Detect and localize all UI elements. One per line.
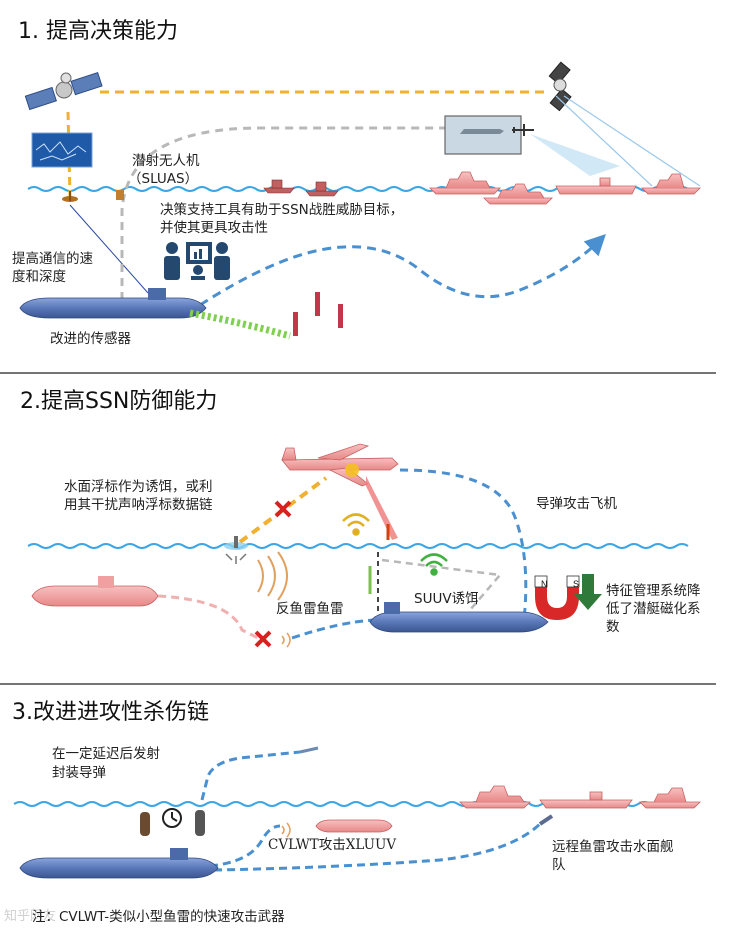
long-range-label-line2: 队	[552, 857, 566, 873]
sensor-cone	[530, 134, 620, 176]
attack-path	[199, 234, 606, 307]
section-title-text: 改进进攻性杀伤链	[33, 700, 210, 725]
section-number: 3.	[12, 700, 33, 725]
satellite-icon	[548, 61, 572, 112]
footnote: 注：CVLWT-类似小型鱼雷的快速攻击武器	[32, 909, 285, 925]
recon-image	[444, 115, 522, 155]
comms-label-line2: 度和深度	[12, 269, 66, 285]
x-mark-icon	[254, 630, 272, 648]
sonar-wave-icon	[281, 822, 291, 838]
down-arrow-icon	[574, 574, 602, 610]
magnet-label-line1: 特征管理系统降	[606, 583, 701, 599]
sluas-label-line2: （SLUAS）	[128, 171, 199, 187]
magnet-icon	[534, 575, 580, 620]
magnet-s-label: S	[573, 579, 579, 589]
enemy-submarine	[31, 576, 159, 607]
suuv-label: SUUV诱饵	[414, 591, 479, 607]
fishing-boat	[305, 181, 339, 197]
drone-icon	[512, 124, 534, 136]
sensor-label: 改进的传感器	[50, 331, 131, 347]
towed-array	[189, 309, 291, 340]
long-range-torpedo-path	[213, 822, 542, 872]
missile-aircraft-label: 导弹攻击飞机	[536, 496, 617, 512]
water-surface-2	[27, 543, 689, 549]
anti-torpedo-label: 反鱼雷鱼雷	[276, 601, 344, 617]
wifi-signal-icon	[420, 553, 448, 576]
enemy-ship	[639, 787, 701, 809]
clock-icon	[162, 808, 182, 828]
enemy-ship	[641, 173, 701, 195]
sonar-wave-icon	[257, 551, 288, 601]
comms-label-line1: 提高通信的速	[12, 251, 93, 267]
long-range-label-line1: 远程鱼雷攻击水面舰	[552, 839, 674, 855]
section-2-title: 2.提高SSN防御能力	[20, 383, 217, 415]
submarine	[19, 848, 219, 879]
satellite-icon	[24, 72, 103, 111]
decoy-buoy-icon	[224, 536, 248, 564]
sluas-icon	[116, 190, 124, 200]
sluas-label-line1: 潜射无人机	[132, 153, 200, 169]
torpedo-icon	[538, 814, 554, 826]
explosion-icon	[345, 463, 359, 477]
canister-icon	[140, 810, 205, 836]
suuv-link	[381, 558, 503, 611]
comms-line	[69, 204, 149, 294]
fishing-boat	[263, 179, 295, 194]
wifi-signal-icon	[342, 513, 370, 536]
enemy-torpedo-path	[157, 594, 263, 642]
missile-launch-path	[200, 750, 301, 801]
attack-beam	[366, 476, 398, 540]
buoy-icon	[62, 191, 78, 202]
enemy-ship	[483, 183, 553, 205]
section-title-text: 提高决策能力	[46, 19, 179, 44]
anti-torpedo-path	[291, 618, 375, 640]
decoy-label-line2: 用其干扰声呐浮标数据链	[64, 497, 213, 513]
magnet-n-label: N	[541, 579, 548, 589]
enemy-ship	[429, 171, 501, 195]
decoy-label-line1: 水面浮标作为诱饵，或利	[64, 479, 213, 495]
sonar-wave-icon	[281, 632, 291, 648]
section-title-text: 提高SSN防御能力	[41, 389, 218, 414]
submarine	[19, 288, 207, 319]
decision-label-line2: 并使其更具攻击性	[160, 220, 268, 236]
decision-label-line1: 决策支持工具有助于SSN战胜威胁目标，	[160, 202, 404, 218]
magnet-label-line2: 低了潜艇磁化系	[606, 601, 701, 617]
section-1-title: 1. 提高决策能力	[18, 13, 178, 45]
missile-path	[399, 468, 528, 621]
submarine	[369, 602, 549, 633]
decision-support-icon	[164, 242, 230, 280]
cvlwt-path	[209, 824, 281, 868]
map-inset	[31, 132, 93, 168]
section-number: 1.	[18, 19, 39, 44]
delay-label-line2: 封装导弹	[52, 765, 106, 781]
magnet-label-line3: 数	[606, 619, 620, 635]
delay-label-line1: 在一定延迟后发射	[52, 746, 160, 762]
enemy-carrier	[555, 177, 637, 195]
enemy-ship	[459, 785, 531, 809]
satellite-beam	[555, 95, 701, 187]
section-3-title: 3.改进进攻性杀伤链	[12, 694, 209, 726]
cvlwt-label: CVLWT攻击XLUUV	[268, 837, 397, 853]
xluuv-icon	[315, 819, 393, 833]
x-mark-icon	[274, 500, 292, 518]
missile-icon	[299, 746, 319, 754]
watermark: 知乎网友	[4, 908, 56, 924]
patrol-aircraft	[281, 443, 399, 487]
section-number: 2.	[20, 389, 41, 414]
enemy-carrier	[539, 791, 633, 809]
sonobuoy	[293, 292, 343, 336]
